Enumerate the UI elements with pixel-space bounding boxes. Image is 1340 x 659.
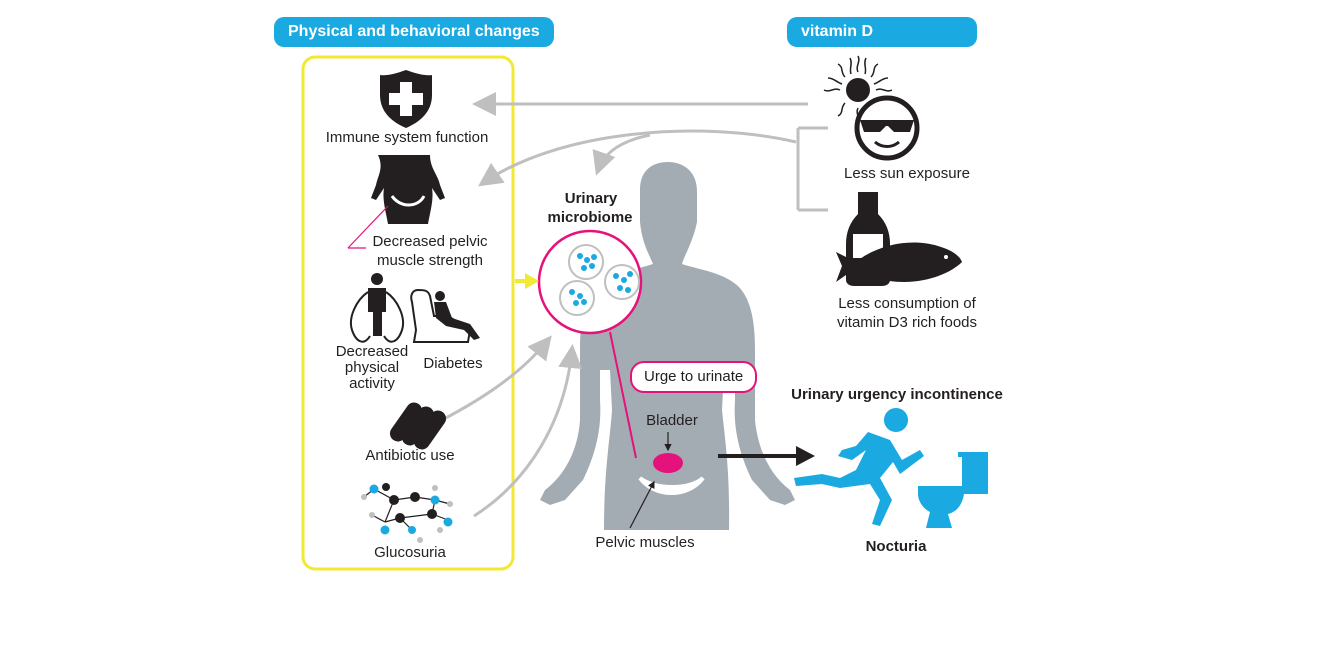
incontinence-label: Urinary urgency incontinence [791,386,1003,403]
foods-label-2: vitamin D3 rich foods [836,314,978,331]
pills-icon [389,402,447,450]
physical-changes-header: Physical and behavioral changes [274,17,554,47]
toilet-icon [918,452,988,528]
fish-icon [836,242,962,282]
urge-callout: Urge to urinate [630,361,758,393]
sun-icon [823,55,893,125]
pelvic-strength-label-1: Decreased pelvic [372,233,488,250]
bladder-label: Bladder [646,412,698,429]
runner-icon [794,408,924,526]
nocturia-label: Nocturia [865,538,927,555]
body-silhouette [540,162,795,530]
torso-icon [347,155,445,249]
molecule-icon [361,483,453,543]
microbiome-connector [609,331,637,459]
armchair-person-icon [410,288,480,343]
immune-label: Immune system function [325,129,489,146]
microbiome-label-2: microbiome [547,209,633,226]
outcome-arrow [718,446,815,466]
pelvic-muscles-label: Pelvic muscles [595,534,695,551]
pelvic-strength-label-2: muscle strength [377,252,483,269]
bladder-shape [653,453,683,473]
pelvic-pointer [629,480,655,529]
microbiome-label-1: Urinary [564,190,618,207]
bacteria-icon [559,244,640,316]
gray-arrows [441,92,828,518]
sunglasses-face-icon [854,95,920,161]
jump-rope-icon [350,273,404,343]
pelvic-muscle-arc [638,476,705,495]
vitamin-d-header: vitamin D [787,17,977,47]
diabetes-label: Diabetes [423,355,483,372]
foods-label-1: Less consumption of [838,295,976,312]
sun-exposure-label: Less sun exposure [844,165,970,182]
antibiotic-label: Antibiotic use [365,447,455,464]
yellow-arrow [515,273,539,289]
glucosuria-label: Glucosuria [374,544,446,561]
physical-changes-box [301,55,515,571]
activity-label-3: activity [349,375,395,392]
activity-label-1: Decreased [335,343,409,360]
shield-cross-icon [380,70,432,128]
activity-label-2: physical [344,359,400,376]
